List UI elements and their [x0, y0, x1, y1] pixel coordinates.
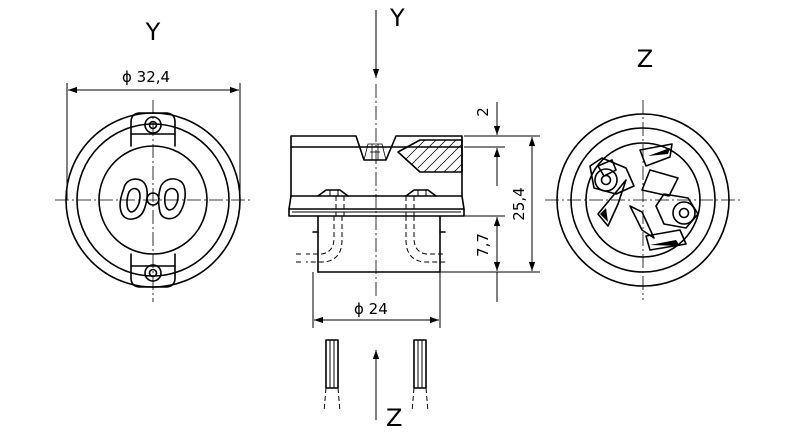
height-dimensions: 2 25,4 7,7	[440, 102, 540, 302]
height-top-label: 2	[474, 107, 492, 117]
right-screw-icon	[672, 201, 696, 225]
left-view: Y ϕ 32,4	[55, 18, 252, 302]
lower-base	[296, 215, 446, 273]
diameter-outer-label: ϕ 32,4	[122, 68, 170, 86]
height-base-label: 7,7	[474, 233, 492, 257]
left-screw-head	[317, 189, 349, 197]
right-pin	[413, 339, 427, 389]
diameter-base-label: ϕ 24	[354, 300, 388, 318]
diameter-outer-dimension: ϕ 32,4	[66, 68, 241, 200]
right-screw-lug	[655, 193, 699, 229]
right-view: Z	[545, 45, 742, 300]
top-cap	[290, 135, 463, 161]
screws	[589, 157, 699, 229]
front-view-label-top: Y	[389, 4, 405, 32]
height-total-label: 25,4	[510, 187, 528, 220]
section-hatch	[397, 139, 463, 173]
left-screw-icon	[594, 168, 618, 192]
right-screw-head	[405, 189, 437, 197]
contact-pins	[323, 339, 429, 413]
left-screw-lug	[589, 157, 635, 195]
inner-blades	[597, 143, 687, 251]
front-view: Y	[288, 4, 540, 432]
body-waist	[290, 189, 463, 197]
front-view-label-bottom: Z	[386, 404, 402, 432]
left-view-label: Y	[145, 18, 161, 46]
diameter-base-dimension: ϕ 24	[312, 272, 441, 328]
right-view-label: Z	[637, 45, 653, 73]
left-pin	[325, 339, 339, 389]
top-notch	[363, 143, 387, 161]
